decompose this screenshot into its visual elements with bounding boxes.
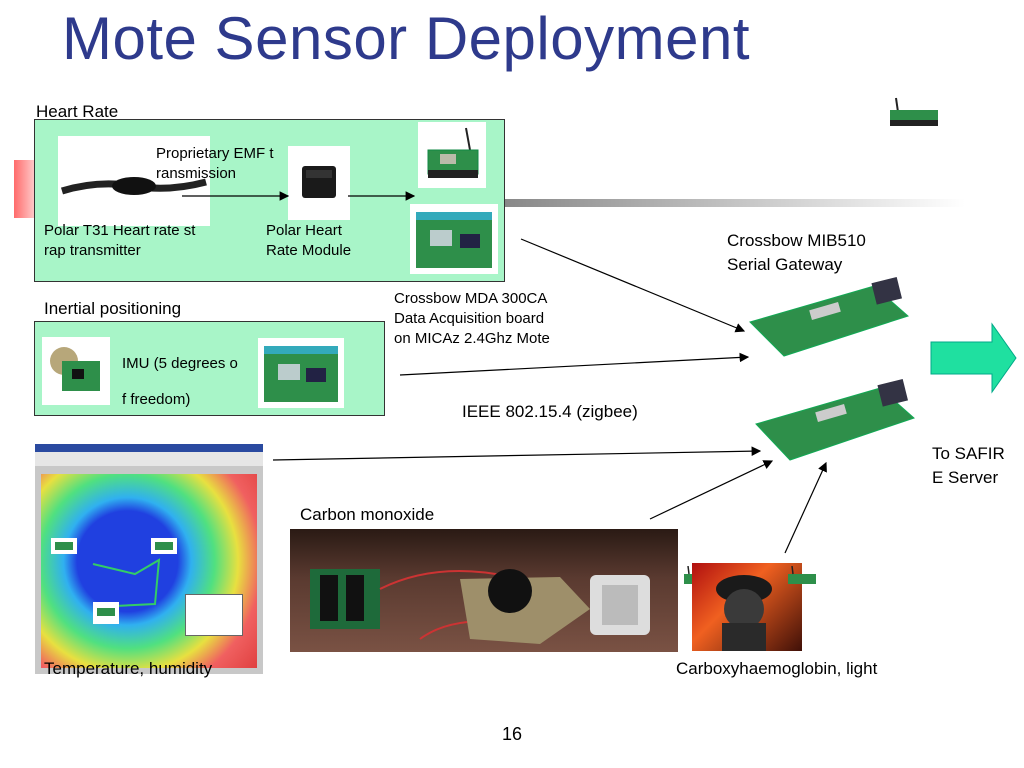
to-safire-label-2: E Server [932,468,999,487]
to-server-arrow [930,322,1017,394]
page-number: 16 [501,724,523,744]
proprietary-emf-label-1: Proprietary EMF t [156,145,274,162]
crossbow-mda-label-2: Data Acquisition board [394,310,545,327]
micaz-mote-photo [418,122,486,188]
polar-t31-label-2: rap transmitter [44,242,141,259]
firefighter-photo [692,563,802,651]
crossbow-mib-label-1: Crossbow MIB510 [727,231,866,250]
arrow-inertial-to-gateway [399,352,750,376]
gateway-board-top [746,276,912,364]
polar-module-photo [288,146,350,220]
mote-icon-right [786,566,818,590]
imu-label-2: f freedom) [122,391,191,408]
crossbow-mda-label-1: Crossbow MDA 300CA [394,290,548,307]
crossbow-mib-label-2: Serial Gateway [727,255,843,274]
polar-t31-label-1: Polar T31 Heart rate st [44,222,196,239]
crossbow-mda-label-3: on MICAz 2.4Ghz Mote [394,330,550,347]
inertial-label: Inertial positioning [44,299,182,318]
carbon-monoxide-photo [290,529,678,652]
to-safire-label-1: To SAFIR [932,444,1005,463]
arrow-heart-to-gateway [520,238,746,333]
accent-bar-left [14,160,36,218]
proprietary-emf-label-2: ransmission [156,165,237,182]
accent-line [505,199,965,207]
mda300-board-photo-2 [258,338,344,408]
heart-rate-label: Heart Rate [36,102,119,121]
temperature-heatmap [35,444,263,674]
polar-strap-photo [58,136,210,226]
mda300-board-photo [410,204,498,274]
gateway-board-bottom [752,376,918,470]
imu-label-1: IMU (5 degrees o [122,355,238,372]
imu-photo [42,337,110,405]
arrow-carboxy-to-gateway [784,461,827,554]
temperature-label: Temperature, humidity [44,659,213,678]
arrow-temperature-to-gateway [272,446,762,461]
ieee-label: IEEE 802.15.4 (zigbee) [462,402,638,421]
polar-module-label-2: Rate Module [266,242,352,259]
carbon-monoxide-label: Carbon monoxide [300,505,435,524]
slide-title: Mote Sensor Deployment [62,5,750,72]
carboxy-label: Carboxyhaemoglobin, light [676,659,878,678]
polar-module-label-1: Polar Heart [266,222,342,239]
mote-icon-top-right [886,96,942,130]
